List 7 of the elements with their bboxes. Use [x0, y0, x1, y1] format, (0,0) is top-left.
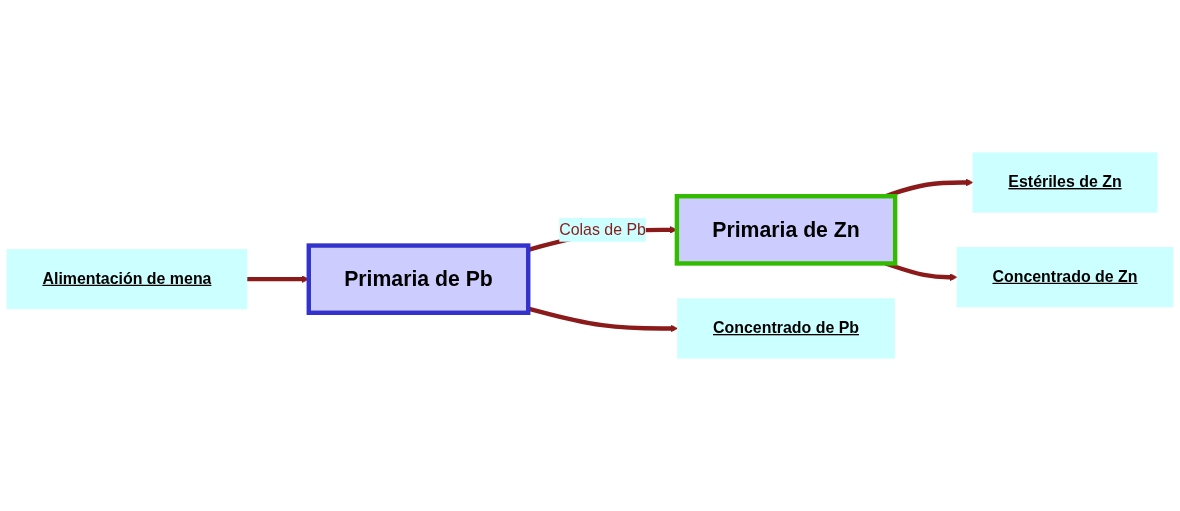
- node-box: Estériles de Zn: [972, 152, 1158, 213]
- node-box: Primaria de Zn: [674, 194, 898, 266]
- arrow: [527, 306, 678, 333]
- node-box: Alimentación de mena: [6, 249, 248, 310]
- node-box: Concentrado de Pb: [677, 298, 895, 359]
- node-box: Concentrado de Zn: [956, 247, 1174, 308]
- node-box: Primaria de Pb: [306, 243, 531, 315]
